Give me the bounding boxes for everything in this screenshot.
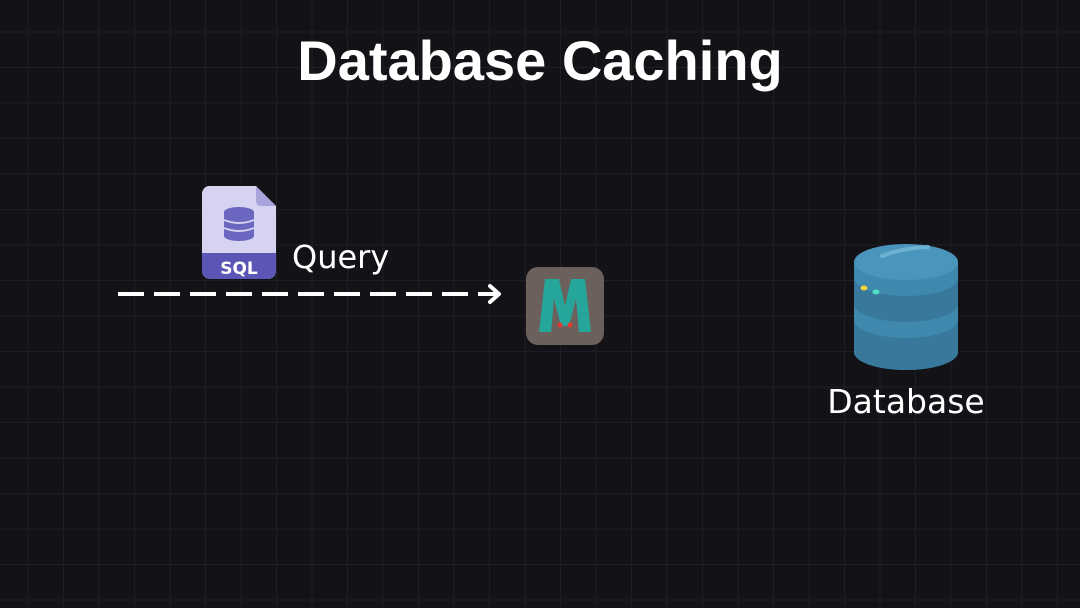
database-label: Database bbox=[827, 382, 985, 421]
sql-label: SQL bbox=[220, 259, 258, 279]
query-label: Query bbox=[292, 238, 390, 276]
page-title: Database Caching bbox=[297, 29, 783, 92]
memcached-icon: M bbox=[526, 266, 604, 345]
database-icon bbox=[854, 244, 958, 370]
memcached-letter: M bbox=[565, 266, 566, 267]
sql-file-icon: SQL bbox=[201, 186, 276, 279]
arrow-head-icon bbox=[488, 284, 501, 304]
dashed-arrow bbox=[118, 284, 501, 304]
